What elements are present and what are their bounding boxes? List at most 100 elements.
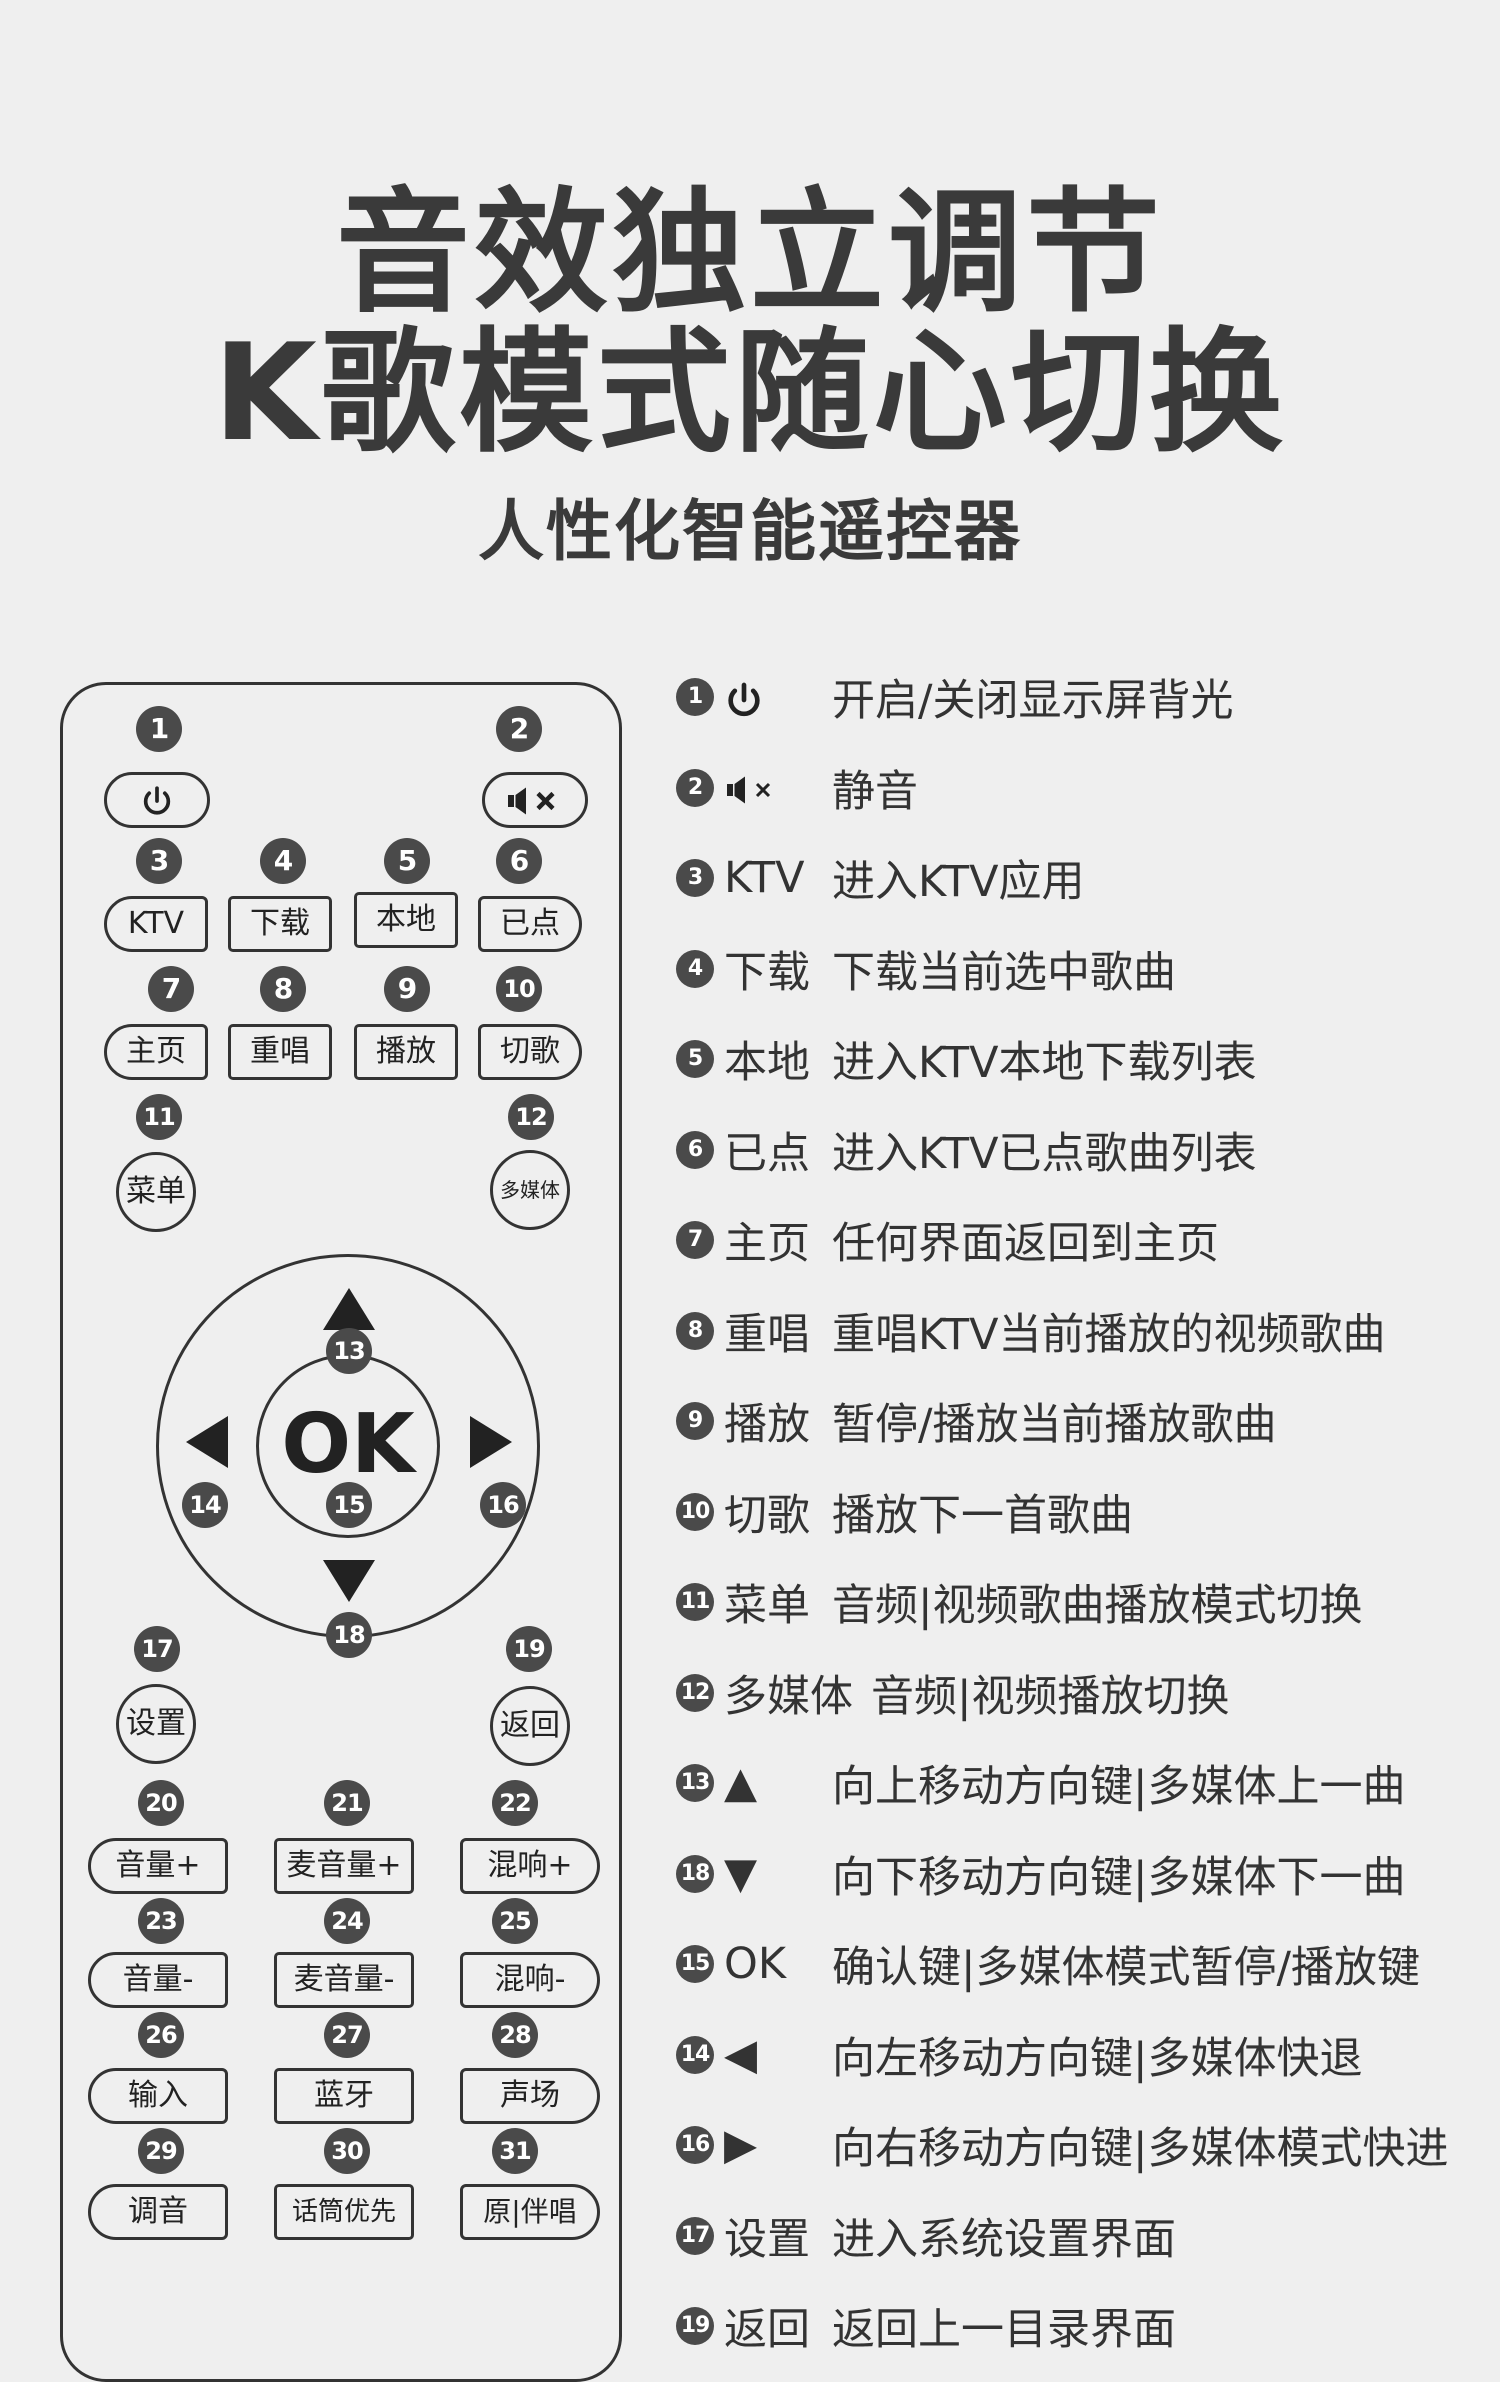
badge-8: 8 — [260, 966, 306, 1012]
badge-7: 7 — [148, 966, 194, 1012]
feature-number: 10 — [676, 1492, 714, 1531]
feature-key: 菜单 — [724, 1581, 810, 1632]
home-button[interactable]: 主页 — [104, 1024, 208, 1080]
settings-button[interactable]: 设置 — [116, 1684, 196, 1764]
reverb-up-button[interactable]: 混响+ — [460, 1838, 600, 1894]
multimedia-button[interactable]: 多媒体 — [490, 1150, 570, 1230]
bluetooth-button[interactable]: 蓝牙 — [274, 2068, 414, 2124]
feature-description: 进入系统设置界面 — [832, 2214, 1176, 2265]
feature-description: 返回上一目录界面 — [832, 2305, 1176, 2356]
feature-key: 下载 — [724, 947, 810, 998]
feature-item: 16 ▶ 向右移动方向键|多媒体模式快进 — [676, 2100, 1486, 2191]
feature-number: 2 — [676, 768, 714, 807]
skip-song-button[interactable]: 切歌 — [478, 1024, 582, 1080]
feature-number: 18 — [676, 1854, 714, 1893]
feature-item: 1 开启/关闭显示屏背光 — [676, 652, 1486, 743]
feature-number: 11 — [676, 1583, 714, 1622]
headline-line-2: K歌模式随心切换 — [213, 315, 1287, 471]
feature-key: 主页 — [724, 1219, 810, 1270]
reverb-down-button[interactable]: 混响- — [460, 1952, 600, 2008]
download-button[interactable]: 下载 — [228, 896, 332, 952]
feature-item: 12 多媒体音频|视频播放切换 — [676, 1648, 1486, 1739]
queued-button[interactable]: 已点 — [478, 896, 582, 952]
feature-key: KTV — [724, 853, 805, 904]
feature-key — [724, 672, 814, 722]
vocal-toggle-button[interactable]: 原|伴唱 — [460, 2184, 600, 2240]
right-arrow-button[interactable] — [470, 1416, 512, 1468]
tuning-button[interactable]: 调音 — [88, 2184, 228, 2240]
feature-description: 确认键|多媒体模式暂停/播放键 — [832, 1943, 1420, 1994]
replay-button[interactable]: 重唱 — [228, 1024, 332, 1080]
badge-22: 22 — [492, 1780, 538, 1826]
back-button[interactable]: 返回 — [490, 1686, 570, 1766]
feature-key: 切歌 — [724, 1490, 810, 1541]
mute-button[interactable] — [482, 772, 588, 828]
feature-key: OK — [724, 1939, 787, 1990]
feature-description: 向下移动方向键|多媒体下一曲 — [832, 1852, 1406, 1903]
volume-down-button[interactable]: 音量- — [88, 1952, 228, 2008]
feature-number: 14 — [676, 2035, 714, 2074]
local-button[interactable]: 本地 — [354, 892, 458, 948]
badge-15: 15 — [326, 1482, 372, 1528]
feature-key: 多媒体 — [724, 1671, 853, 1722]
mute-icon — [508, 787, 555, 814]
feature-key: ▲ — [724, 1758, 758, 1809]
feature-item: 14◀向左移动方向键|多媒体快退 — [676, 2010, 1486, 2101]
feature-number: 17 — [676, 2216, 714, 2255]
badge-24: 24 — [324, 1898, 370, 1944]
badge-6: 6 — [496, 838, 542, 884]
badge-29: 29 — [138, 2128, 184, 2174]
feature-number: 12 — [676, 1673, 714, 1712]
ok-button[interactable]: OK — [256, 1354, 440, 1538]
feature-item: 18▼向下移动方向键|多媒体下一曲 — [676, 1829, 1486, 1920]
feature-number: 9 — [676, 1402, 714, 1441]
feature-number: 6 — [676, 1130, 714, 1169]
power-button[interactable] — [104, 772, 210, 828]
menu-button[interactable]: 菜单 — [116, 1152, 196, 1232]
ktv-button[interactable]: KTV — [104, 896, 208, 952]
volume-up-button[interactable]: 音量+ — [88, 1838, 228, 1894]
badge-28: 28 — [492, 2012, 538, 2058]
badge-13: 13 — [326, 1328, 372, 1374]
mute-icon — [727, 776, 771, 804]
feature-key: ▶ — [724, 2120, 758, 2171]
feature-number: 16 — [676, 2126, 714, 2165]
badge-1: 1 — [136, 706, 182, 752]
feature-description: 音频|视频播放切换 — [871, 1671, 1230, 1722]
feature-key: 播放 — [724, 1400, 810, 1451]
feature-description: 开启/关闭显示屏背光 — [832, 676, 1234, 727]
play-button[interactable]: 播放 — [354, 1024, 458, 1080]
feature-description: 任何界面返回到主页 — [832, 1219, 1219, 1270]
feature-number: 8 — [676, 1311, 714, 1350]
feature-key: ◀ — [724, 2029, 758, 2080]
badge-30: 30 — [324, 2128, 370, 2174]
down-arrow-button[interactable] — [323, 1560, 375, 1602]
power-icon — [728, 682, 760, 716]
feature-description: 进入KTV已点歌曲列表 — [832, 1128, 1257, 1179]
badge-16: 16 — [480, 1482, 526, 1528]
badge-14: 14 — [182, 1482, 228, 1528]
feature-item: 2 静音 — [676, 743, 1486, 834]
feature-description: 向右移动方向键|多媒体模式快进 — [832, 2124, 1449, 2175]
mic-volume-up-button[interactable]: 麦音量+ — [274, 1838, 414, 1894]
input-button[interactable]: 输入 — [88, 2068, 228, 2124]
feature-description: 音频|视频歌曲播放模式切换 — [832, 1581, 1363, 1632]
badge-5: 5 — [384, 838, 430, 884]
mic-volume-down-button[interactable]: 麦音量- — [274, 1952, 414, 2008]
feature-description: 向上移动方向键|多媒体上一曲 — [832, 1762, 1406, 1813]
up-arrow-button[interactable] — [323, 1288, 375, 1330]
feature-key: 返回 — [724, 2305, 810, 2356]
left-arrow-button[interactable] — [186, 1416, 228, 1468]
badge-2: 2 — [496, 706, 542, 752]
feature-key — [724, 763, 814, 813]
badge-11: 11 — [136, 1094, 182, 1140]
sound-field-button[interactable]: 声场 — [460, 2068, 600, 2124]
badge-19: 19 — [506, 1626, 552, 1672]
mic-priority-button[interactable]: 话筒优先 — [274, 2184, 414, 2240]
